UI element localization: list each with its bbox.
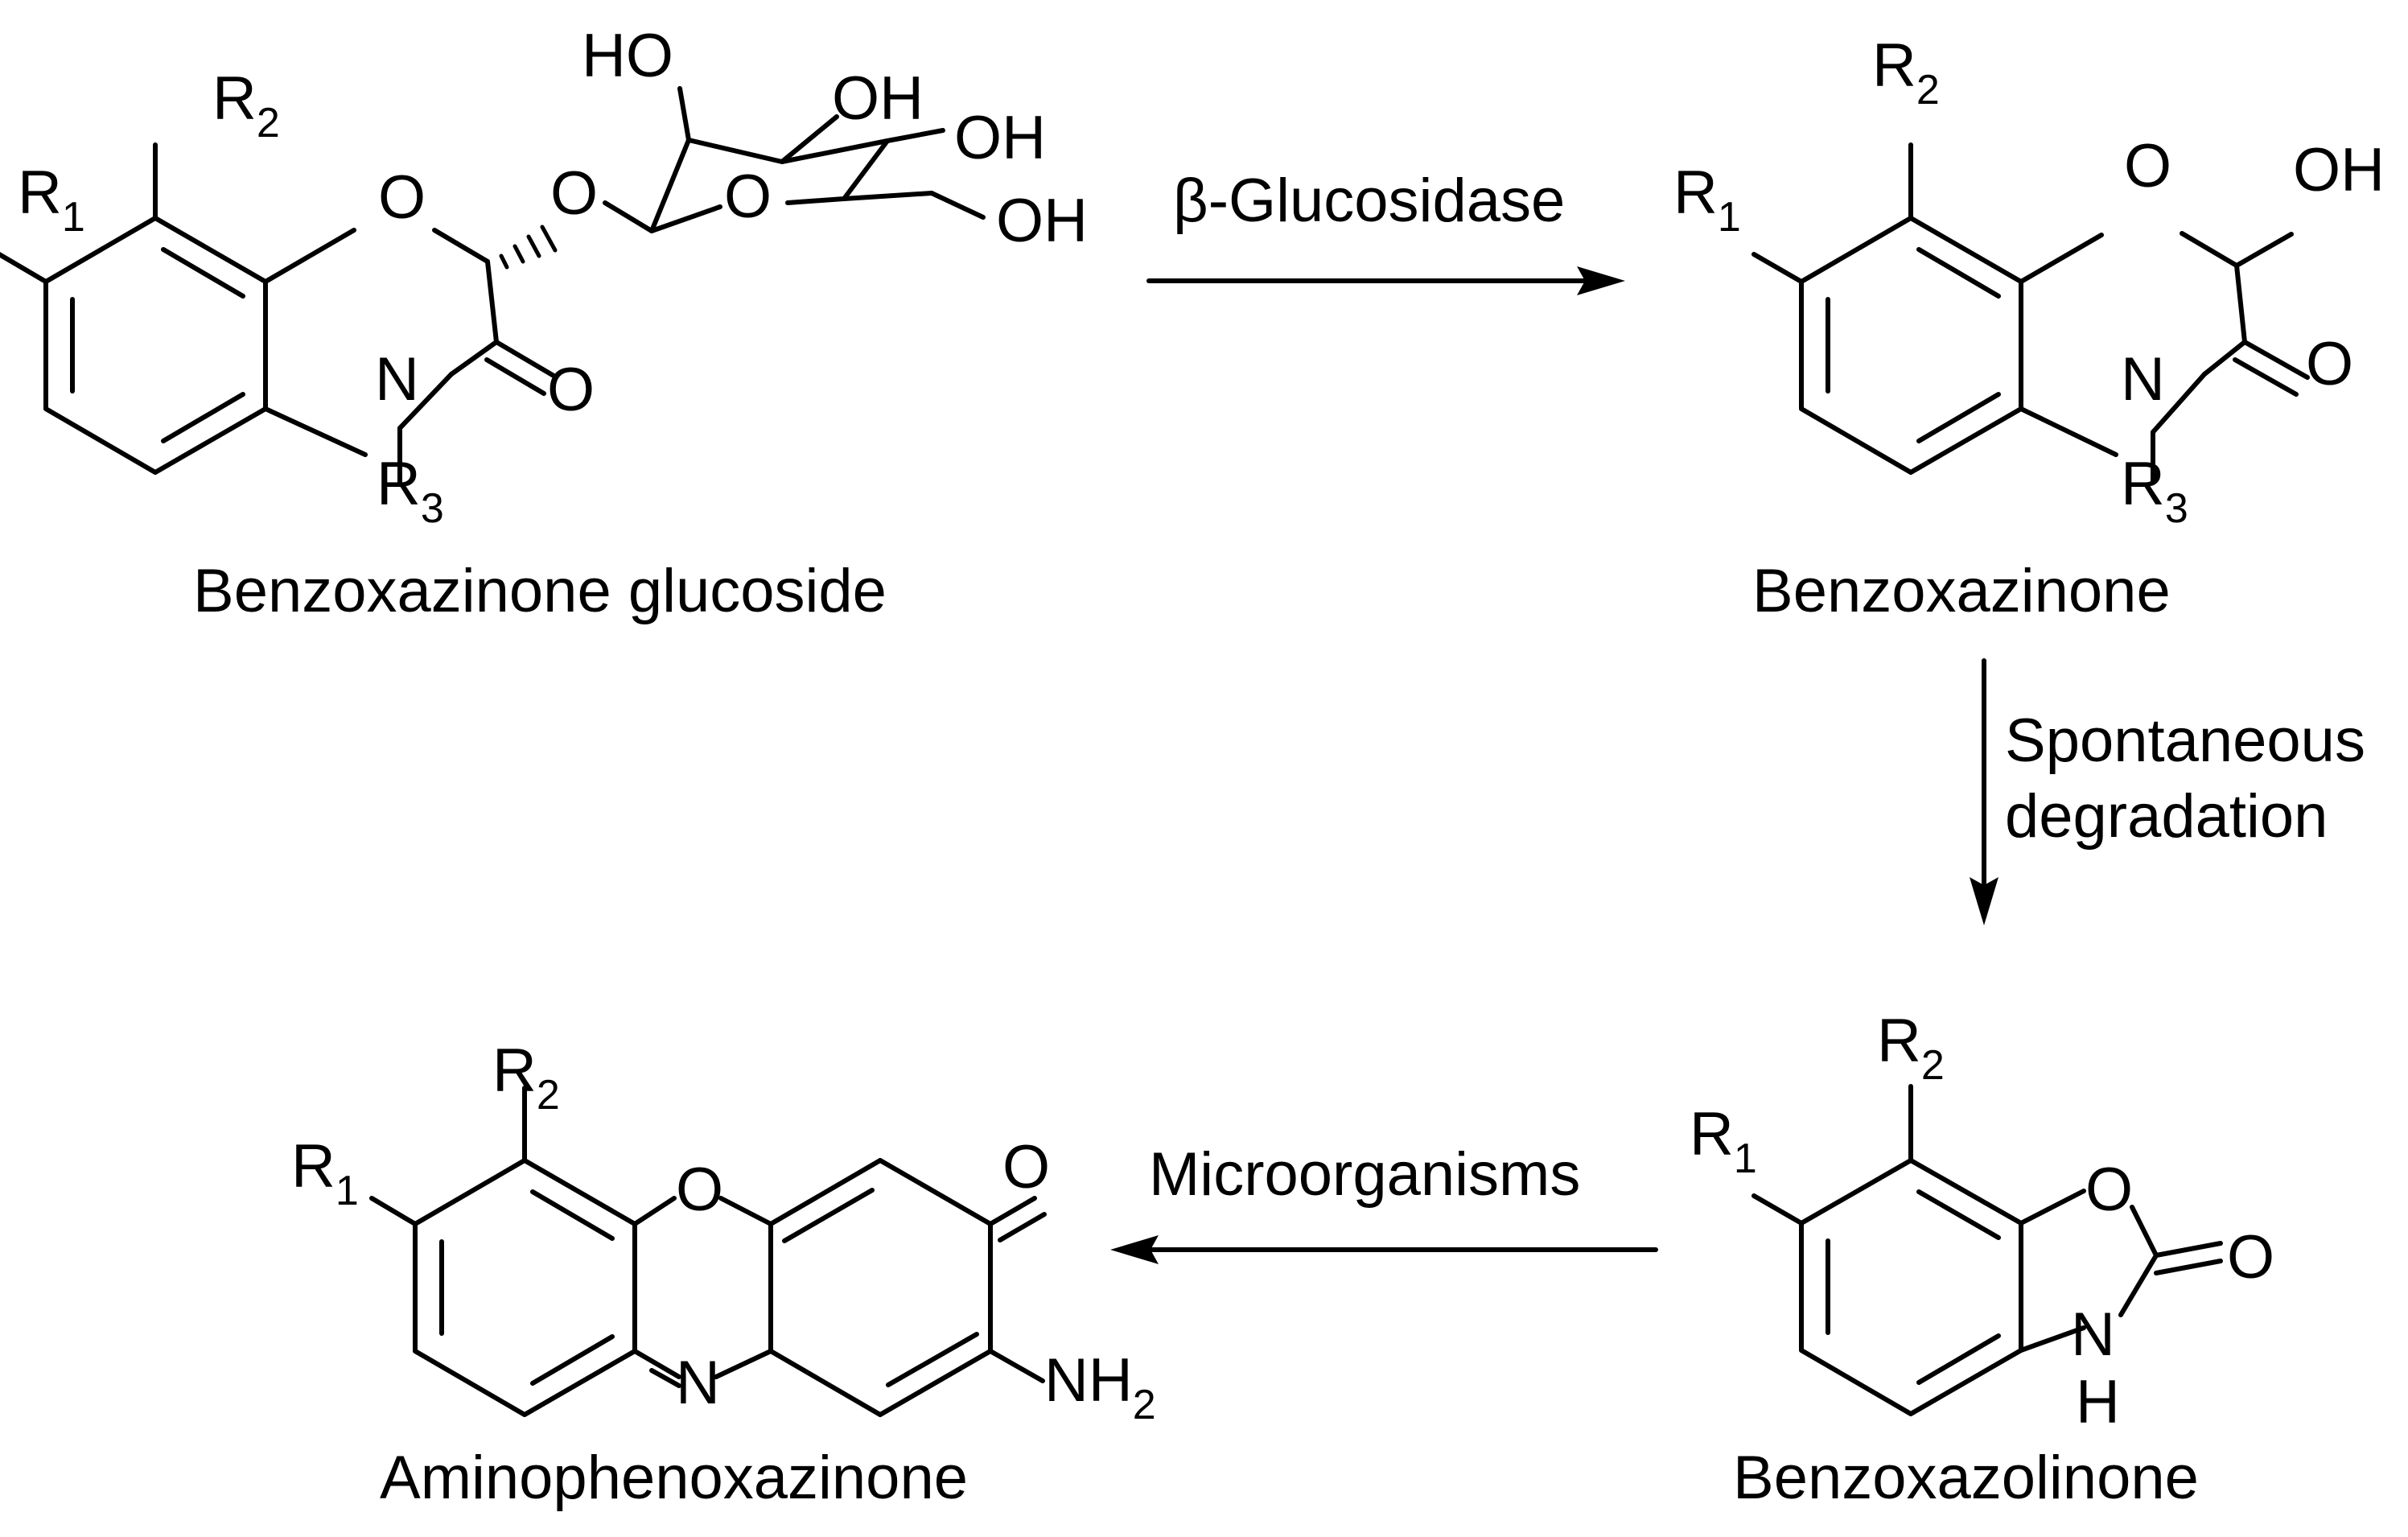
benzoxazolinone-structure (1751, 1084, 2223, 1416)
aminophenoxazinone-carbonyl-oxygen: O (1002, 1133, 1050, 1201)
benzoxazinone-oh-label: OH (2293, 136, 2385, 204)
arrow-step1-label: β-Glucosidase (1173, 167, 1565, 235)
sugar-ring-oxygen: O (724, 163, 772, 231)
benzoxazolinone-r2-label: R2 (1877, 1007, 1945, 1089)
benzoxazinone-ring-oxygen: O (2124, 132, 2171, 200)
aminophenoxazinone-atom-labels: R1 R2 O O N NH2 (291, 1036, 1156, 1428)
benzoxazinone-r2-label: R2 (1872, 31, 1940, 113)
glucoside-name: Benzoxazinone glucoside (193, 557, 887, 625)
benzoxazinone-carbonyl-oxygen: O (2306, 330, 2353, 398)
glucoside-r3-label: R3 (377, 450, 444, 532)
sugar-oh-label-1: OH (832, 64, 924, 133)
glucoside-r2-label: R2 (212, 64, 280, 146)
benzoxazinone-r1-label: R1 (1673, 159, 1741, 241)
benzoxazolinone-name: Benzoxazolinone (1733, 1444, 2199, 1512)
aminophenoxazinone-name: Aminophenoxazinone (380, 1444, 968, 1512)
arrow-step2-label-line2: degradation (2005, 782, 2328, 851)
benzoxazolinone-atom-labels: R1 R2 O O N H (1690, 1007, 2274, 1436)
benzoxazinone-structure (1751, 142, 2310, 485)
benzoxazinone-name: Benzoxazinone (1752, 557, 2171, 625)
benzoxazinone-nitrogen: N (2121, 345, 2165, 414)
benzoxazolinone-carbonyl-oxygen: O (2227, 1223, 2274, 1292)
benzoxazolinone-r1-label: R1 (1690, 1100, 1757, 1182)
benzoxazinone-atom-labels: R1 R2 O OH N O R3 (1673, 31, 2385, 532)
aminophenoxazinone-structure (369, 1086, 1047, 1417)
glucoside-nitrogen: N (375, 345, 419, 414)
aminophenoxazinone-amino-label: NH2 (1044, 1346, 1156, 1428)
glucoside-structure (0, 86, 986, 485)
glucoside-carbonyl-oxygen: O (547, 356, 595, 424)
glucoside-ring-oxygen: O (378, 163, 426, 232)
aminophenoxazinone-r2-label: R2 (492, 1036, 560, 1119)
sugar-ho-label: HO (582, 22, 673, 90)
aminophenoxazinone-ring-oxygen: O (676, 1156, 723, 1224)
glucoside-atom-labels: R1 R2 O N R3 O O O HO OH OH OH (18, 22, 1088, 532)
arrow-step2 (1970, 658, 1998, 925)
arrow-step3-label: Microorganisms (1149, 1140, 1580, 1209)
arrow-step1 (1146, 266, 1625, 295)
benzoxazolinone-ring-oxygen: O (2085, 1156, 2133, 1224)
glycosidic-oxygen: O (550, 159, 598, 228)
glucoside-r1-label: R1 (18, 159, 85, 241)
benzoxazolinone-nitrogen: N (2071, 1300, 2115, 1369)
sugar-oh-label-2: OH (954, 104, 1046, 172)
arrow-step2-label-line1: Spontaneous (2005, 707, 2365, 775)
arrow-step3 (1110, 1235, 1658, 1264)
benzoxazolinone-hydrogen: H (2076, 1368, 2120, 1436)
aminophenoxazinone-r1-label: R1 (291, 1132, 359, 1214)
sugar-oh-label-3: OH (996, 187, 1088, 255)
benzoxazinone-r3-label: R3 (2121, 450, 2188, 532)
aminophenoxazinone-nitrogen: N (676, 1349, 720, 1417)
